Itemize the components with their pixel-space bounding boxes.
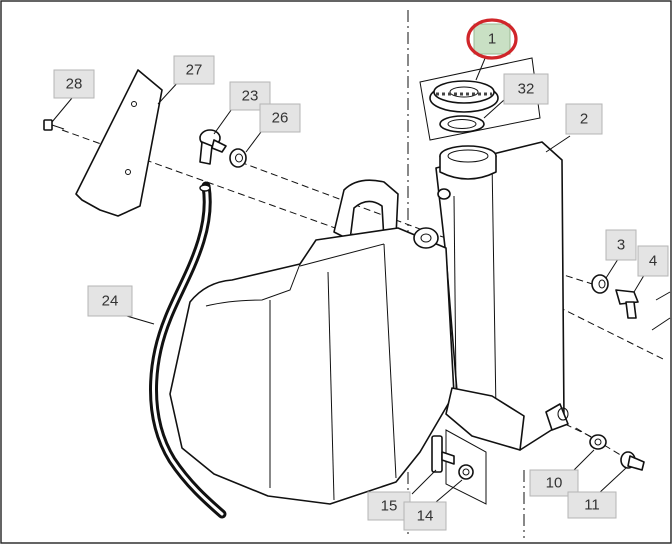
callout-23[interactable]: 23 bbox=[229, 81, 271, 111]
hose-end-upper bbox=[199, 184, 211, 192]
callout-label: 32 bbox=[518, 81, 535, 98]
bracket-hole-lower bbox=[125, 169, 131, 175]
callout-label: 1 bbox=[488, 31, 496, 48]
callout-32[interactable]: 32 bbox=[503, 73, 549, 105]
callout-label: 28 bbox=[66, 76, 83, 93]
cap-nut-10 bbox=[589, 434, 607, 450]
callout-label: 14 bbox=[417, 508, 434, 525]
callout-11[interactable]: 11 bbox=[567, 491, 617, 519]
elbow-fitting-23 bbox=[199, 129, 227, 165]
elbow-4 bbox=[615, 289, 639, 319]
callout-27[interactable]: 27 bbox=[173, 55, 215, 85]
clamp-14 bbox=[458, 464, 474, 480]
callout-1[interactable]: 1 bbox=[466, 18, 518, 60]
callout-label: 11 bbox=[584, 497, 600, 514]
callout-28[interactable]: 28 bbox=[53, 69, 95, 99]
mount-line-10 bbox=[564, 423, 599, 441]
filler-cap bbox=[419, 57, 541, 141]
gasket-32 bbox=[439, 115, 485, 133]
callout-label: 24 bbox=[102, 293, 119, 310]
grommet-26 bbox=[229, 148, 247, 168]
callout-label: 26 bbox=[272, 110, 289, 127]
callout-label: 27 bbox=[186, 62, 203, 79]
nut-3 bbox=[591, 274, 609, 294]
callout-label: 3 bbox=[617, 237, 625, 254]
reservoir-tank bbox=[169, 141, 569, 505]
bolt-28 bbox=[43, 119, 65, 131]
callout-14[interactable]: 14 bbox=[403, 501, 447, 531]
mount-line-26 bbox=[239, 161, 429, 233]
bracket-hole-upper bbox=[131, 101, 137, 107]
callout-4[interactable]: 4 bbox=[637, 245, 669, 277]
callout-label: 15 bbox=[381, 498, 398, 515]
callout-24[interactable]: 24 bbox=[87, 285, 133, 317]
tee-fitting-15 bbox=[431, 429, 487, 505]
callout-3[interactable]: 3 bbox=[605, 229, 637, 261]
bracket-plate bbox=[75, 69, 163, 217]
callout-label: 10 bbox=[546, 475, 563, 492]
callout-label: 4 bbox=[649, 253, 657, 270]
callout-label: 23 bbox=[242, 88, 259, 105]
highlight-circle bbox=[466, 18, 518, 60]
fitting-11 bbox=[620, 451, 645, 471]
callout-26[interactable]: 26 bbox=[259, 103, 301, 133]
callout-label: 2 bbox=[580, 111, 588, 128]
callout-2[interactable]: 2 bbox=[565, 103, 603, 135]
callout-15[interactable]: 15 bbox=[367, 491, 411, 521]
